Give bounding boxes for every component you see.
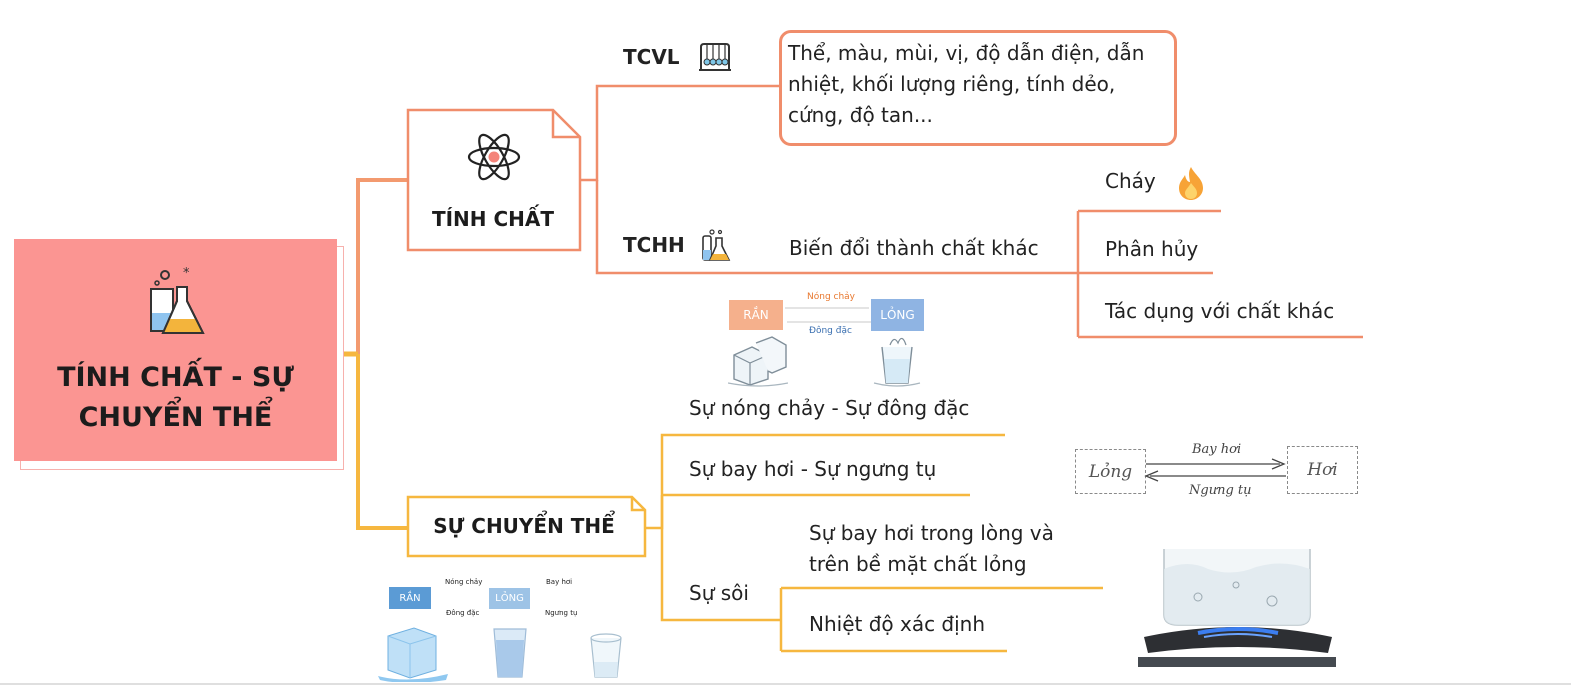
bottom-freeze-label: Đông đặc bbox=[446, 609, 480, 617]
evap-gas-box: Hơi bbox=[1287, 446, 1358, 494]
melting-arrows bbox=[785, 307, 871, 323]
boiling-pot-image bbox=[1138, 549, 1336, 667]
tcvl-label: TCVL bbox=[623, 45, 680, 69]
tinh-chat-title: TÍNH CHẤT bbox=[431, 207, 555, 231]
ice-cubes-image bbox=[728, 336, 788, 387]
tchh-label: TCHH bbox=[623, 233, 685, 257]
water-glass-image bbox=[873, 337, 921, 387]
su-chuyen-the-card[interactable] bbox=[405, 494, 649, 560]
fire-icon bbox=[1179, 167, 1203, 200]
tcvl-description: Thể, màu, mùi, vị, độ dẫn điện, dẫn nhiệ… bbox=[788, 38, 1174, 131]
atom-icon bbox=[467, 133, 521, 181]
boiling-item1-line1: Sự bay hơi trong lòng và bbox=[809, 521, 1054, 545]
boiling-item1-line2: trên bề mặt chất lỏng bbox=[809, 552, 1027, 576]
melting-solid-tile: RẮN bbox=[729, 300, 783, 330]
evap-arrows bbox=[1144, 458, 1286, 482]
tinh-chat-card[interactable] bbox=[405, 107, 585, 255]
evap-liquid-box: Lỏng bbox=[1075, 449, 1146, 494]
melting-backward-label: Đông đặc bbox=[809, 326, 852, 336]
root-to-tinh-chat-line bbox=[337, 178, 407, 356]
bottom-ice-cube-image bbox=[378, 627, 448, 682]
tcvl-connector bbox=[581, 84, 779, 182]
branch-boiling: Sự sôi bbox=[689, 581, 749, 605]
bottom-solid-tile: RẮN bbox=[389, 587, 431, 609]
tcvl-line1: Thể, màu, mùi, vị, độ dẫn điện, dẫn bbox=[788, 41, 1145, 65]
tchh-description: Biến đổi thành chất khác bbox=[789, 236, 1039, 260]
bottom-evaporate-label: Bay hơi bbox=[546, 578, 573, 586]
evap-backward-label: Ngưng tụ bbox=[1189, 483, 1252, 498]
tchh-item-chay: Cháy bbox=[1105, 169, 1156, 193]
bottom-condense-label: Ngưng tụ bbox=[545, 609, 578, 617]
tcvl-description-box bbox=[779, 30, 1177, 146]
tcvl-line3: cứng, độ tan... bbox=[788, 103, 933, 127]
branch-melting: Sự nóng chảy - Sự đông đặc bbox=[689, 396, 970, 420]
root-card[interactable] bbox=[14, 239, 337, 461]
su-chuyen-the-title: SỰ CHUYỂN THỂ bbox=[433, 514, 615, 538]
bottom-liquid-tile: LỎNG bbox=[489, 588, 530, 609]
bottom-melt-label: Nóng chảy bbox=[445, 578, 483, 586]
tchh-item-phan-huy: Phân hủy bbox=[1105, 237, 1199, 261]
evap-forward-label: Bay hơi bbox=[1192, 442, 1242, 457]
root-title: TÍNH CHẤT - SỰ CHUYỂN THỂ bbox=[14, 358, 337, 438]
melting-connector bbox=[645, 433, 1005, 530]
boiling-item1: Sự bay hơi trong lòng và trên bề mặt chấ… bbox=[809, 518, 1054, 580]
root-to-chuyen-the-line bbox=[356, 354, 407, 530]
boiling-connector bbox=[660, 495, 781, 622]
svg-text:*: * bbox=[183, 266, 190, 281]
root-title-line2: CHUYỂN THỂ bbox=[78, 402, 273, 433]
tchh-connector bbox=[595, 180, 1078, 275]
lab-flasks-icon: * bbox=[150, 266, 205, 334]
melting-liquid-tile: LỎNG bbox=[871, 299, 924, 331]
tchh-item-tac-dung: Tác dụng với chất khác bbox=[1105, 299, 1335, 323]
melting-forward-label: Nóng chảy bbox=[807, 292, 856, 302]
test-tubes-icon bbox=[702, 229, 731, 261]
bottom-water-glass-image bbox=[493, 628, 527, 678]
boiling-item2: Nhiệt độ xác định bbox=[809, 612, 986, 636]
branch-evaporation: Sự bay hơi - Sự ngưng tụ bbox=[689, 457, 937, 481]
root-title-line1: TÍNH CHẤT - SỰ bbox=[57, 362, 294, 393]
newton-cradle-icon bbox=[699, 43, 731, 71]
bottom-empty-glass-image bbox=[590, 633, 622, 678]
tcvl-line2: nhiệt, khối lượng riêng, tính dẻo, bbox=[788, 72, 1116, 96]
